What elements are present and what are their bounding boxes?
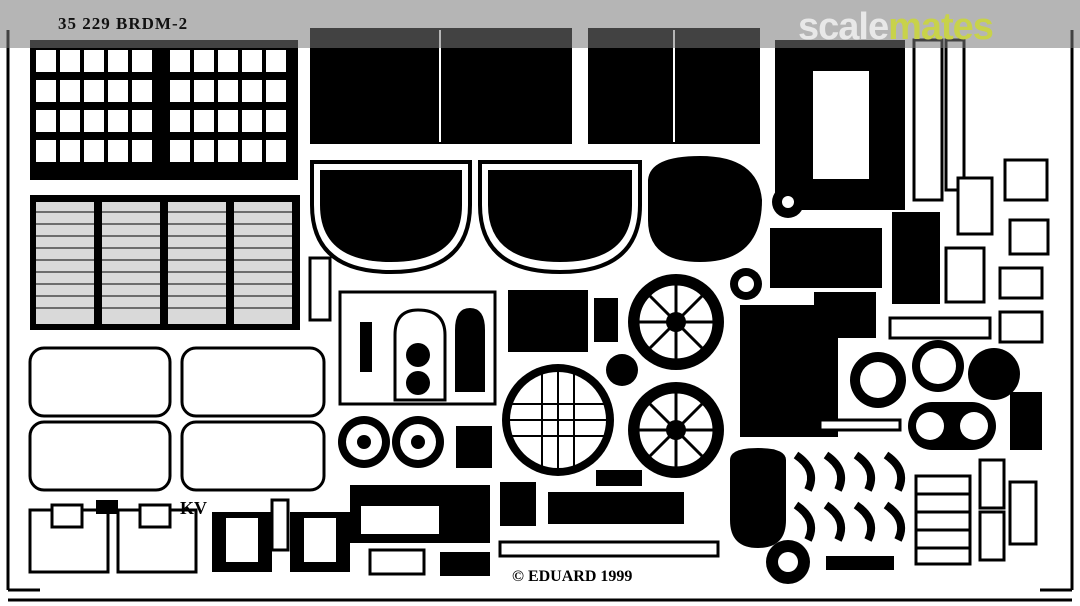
watermark-banner — [0, 0, 1080, 48]
small-parts-bottom-left — [28, 498, 350, 574]
wheel-discs — [338, 274, 724, 478]
copyright-label: © EDUARD 1999 — [512, 568, 633, 585]
door-panel — [338, 290, 497, 406]
scalemates-watermark: scalemates — [798, 6, 994, 49]
misc-parts-right — [730, 38, 1050, 584]
misc-parts-center — [308, 256, 720, 576]
kv-mark: KV — [180, 498, 207, 518]
grille-panel-grid — [30, 40, 298, 180]
mesh-panels — [30, 195, 300, 330]
watermark-part-a: scale — [798, 6, 889, 48]
d-shaped-hatches — [310, 156, 762, 275]
fret-code-label: 35 229 BRDM-2 — [58, 14, 189, 33]
curved-brackets — [793, 451, 905, 542]
rounded-plates — [28, 346, 326, 492]
watermark-part-b: mates — [888, 6, 994, 48]
